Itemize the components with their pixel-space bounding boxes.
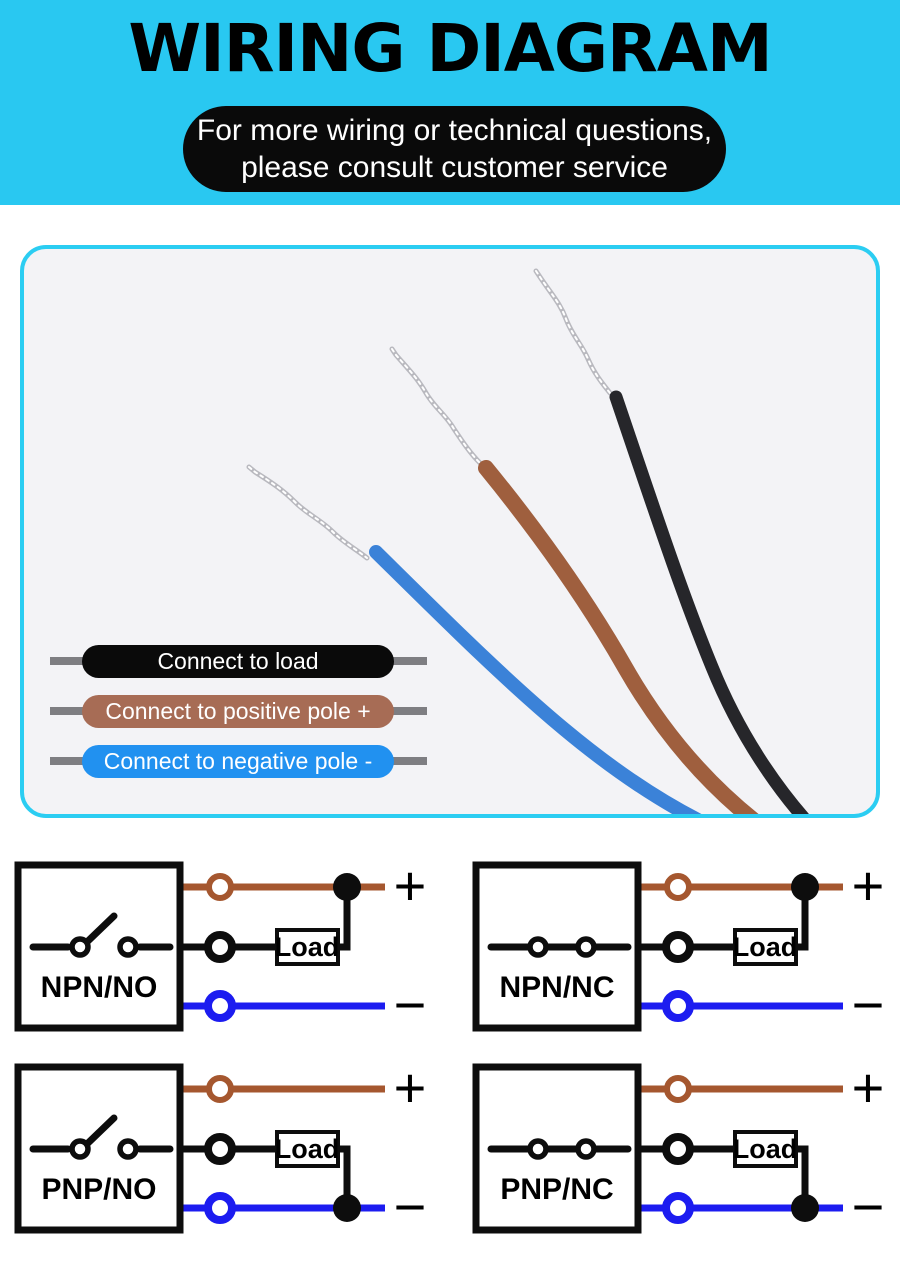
load-label-line-left: [50, 657, 84, 665]
diagram-label: PNP/NO: [41, 1173, 156, 1206]
load-box: [275, 1130, 340, 1168]
brown-wire-bare-strands: [391, 348, 481, 464]
blue-wire-bare-strands: [248, 466, 368, 559]
plus-sign: +: [852, 854, 885, 917]
load-box: [733, 1130, 798, 1168]
junction-dot: [333, 1194, 361, 1222]
minus-sign: −: [852, 1175, 885, 1238]
black-terminal: [204, 931, 236, 963]
blue-terminal: [204, 1192, 236, 1224]
black-terminal: [662, 931, 694, 963]
positive-label-line-right: [393, 707, 427, 715]
diagram-label: NPN/NC: [499, 971, 614, 1004]
brown-terminal: [206, 873, 234, 901]
load-box: [733, 928, 798, 966]
wire-photo-panel: Connect to load Connect to positive pole…: [20, 245, 880, 818]
brown-terminal: [206, 1075, 234, 1103]
negative-label-line-left: [50, 757, 84, 765]
note-line-2: please consult customer service: [241, 151, 668, 184]
switch-open-icon: [29, 912, 174, 958]
junction-dot: [333, 873, 361, 901]
junction-dot: [791, 1194, 819, 1222]
header-banner: WIRING DIAGRAM For more wiring or techni…: [0, 0, 900, 205]
positive-label-line-left: [50, 707, 84, 715]
brown-terminal: [664, 1075, 692, 1103]
load-label-line-right: [393, 657, 427, 665]
load-to-negative-link: [338, 1145, 351, 1208]
black-terminal: [204, 1133, 236, 1165]
load-label: Load: [733, 932, 798, 962]
load-to-positive-link: [796, 887, 809, 951]
schematic-pnp-nc: PNP/NC Load + −: [472, 1056, 885, 1238]
blue-negative-wire: [246, 464, 702, 814]
plus-sign: +: [394, 854, 427, 917]
blue-terminal: [662, 990, 694, 1022]
schematic-npn-nc: NPN/NC Load + −: [472, 854, 885, 1036]
negative-label-line-right: [393, 757, 427, 765]
load-to-negative-link: [796, 1145, 809, 1208]
customer-service-note: For more wiring or technical questions, …: [183, 106, 726, 192]
schematic-npn-no: NPN/NO Load + −: [14, 854, 427, 1036]
brown-positive-wire: [389, 346, 759, 814]
plus-sign: +: [852, 1056, 885, 1119]
load-to-positive-link: [338, 887, 351, 951]
brown-wire-jacket: [478, 460, 759, 814]
junction-dot: [791, 873, 819, 901]
load-label: Load: [275, 1134, 340, 1164]
brown-terminal: [664, 873, 692, 901]
load-box: [275, 928, 340, 966]
diagram-label: NPN/NO: [41, 971, 158, 1004]
label-connect-load: Connect to load: [82, 645, 394, 678]
minus-sign: −: [852, 973, 885, 1036]
minus-sign: −: [394, 1175, 427, 1238]
load-label: Load: [733, 1134, 798, 1164]
black-wire-bare-strands: [535, 270, 611, 394]
blue-terminal: [204, 990, 236, 1022]
black-terminal: [662, 1133, 694, 1165]
minus-sign: −: [394, 973, 427, 1036]
schematic-pnp-no: PNP/NO Load + −: [14, 1056, 427, 1238]
blue-terminal: [662, 1192, 694, 1224]
black-load-wire: [533, 268, 809, 814]
note-line-1: For more wiring or technical questions,: [196, 113, 713, 147]
wire-photo: [246, 268, 809, 814]
plus-sign: +: [394, 1056, 427, 1119]
black-wire-jacket: [609, 390, 809, 814]
page-title: WIRING DIAGRAM: [128, 10, 772, 87]
switch-closed-icon: [487, 1138, 632, 1160]
diagram-label: PNP/NC: [500, 1173, 613, 1206]
blue-wire-jacket: [369, 545, 702, 814]
switch-open-icon: [29, 1114, 174, 1160]
load-label: Load: [275, 932, 340, 962]
switch-closed-icon: [487, 936, 632, 958]
label-connect-negative: Connect to negative pole -: [82, 745, 394, 778]
label-connect-positive: Connect to positive pole +: [82, 695, 394, 728]
